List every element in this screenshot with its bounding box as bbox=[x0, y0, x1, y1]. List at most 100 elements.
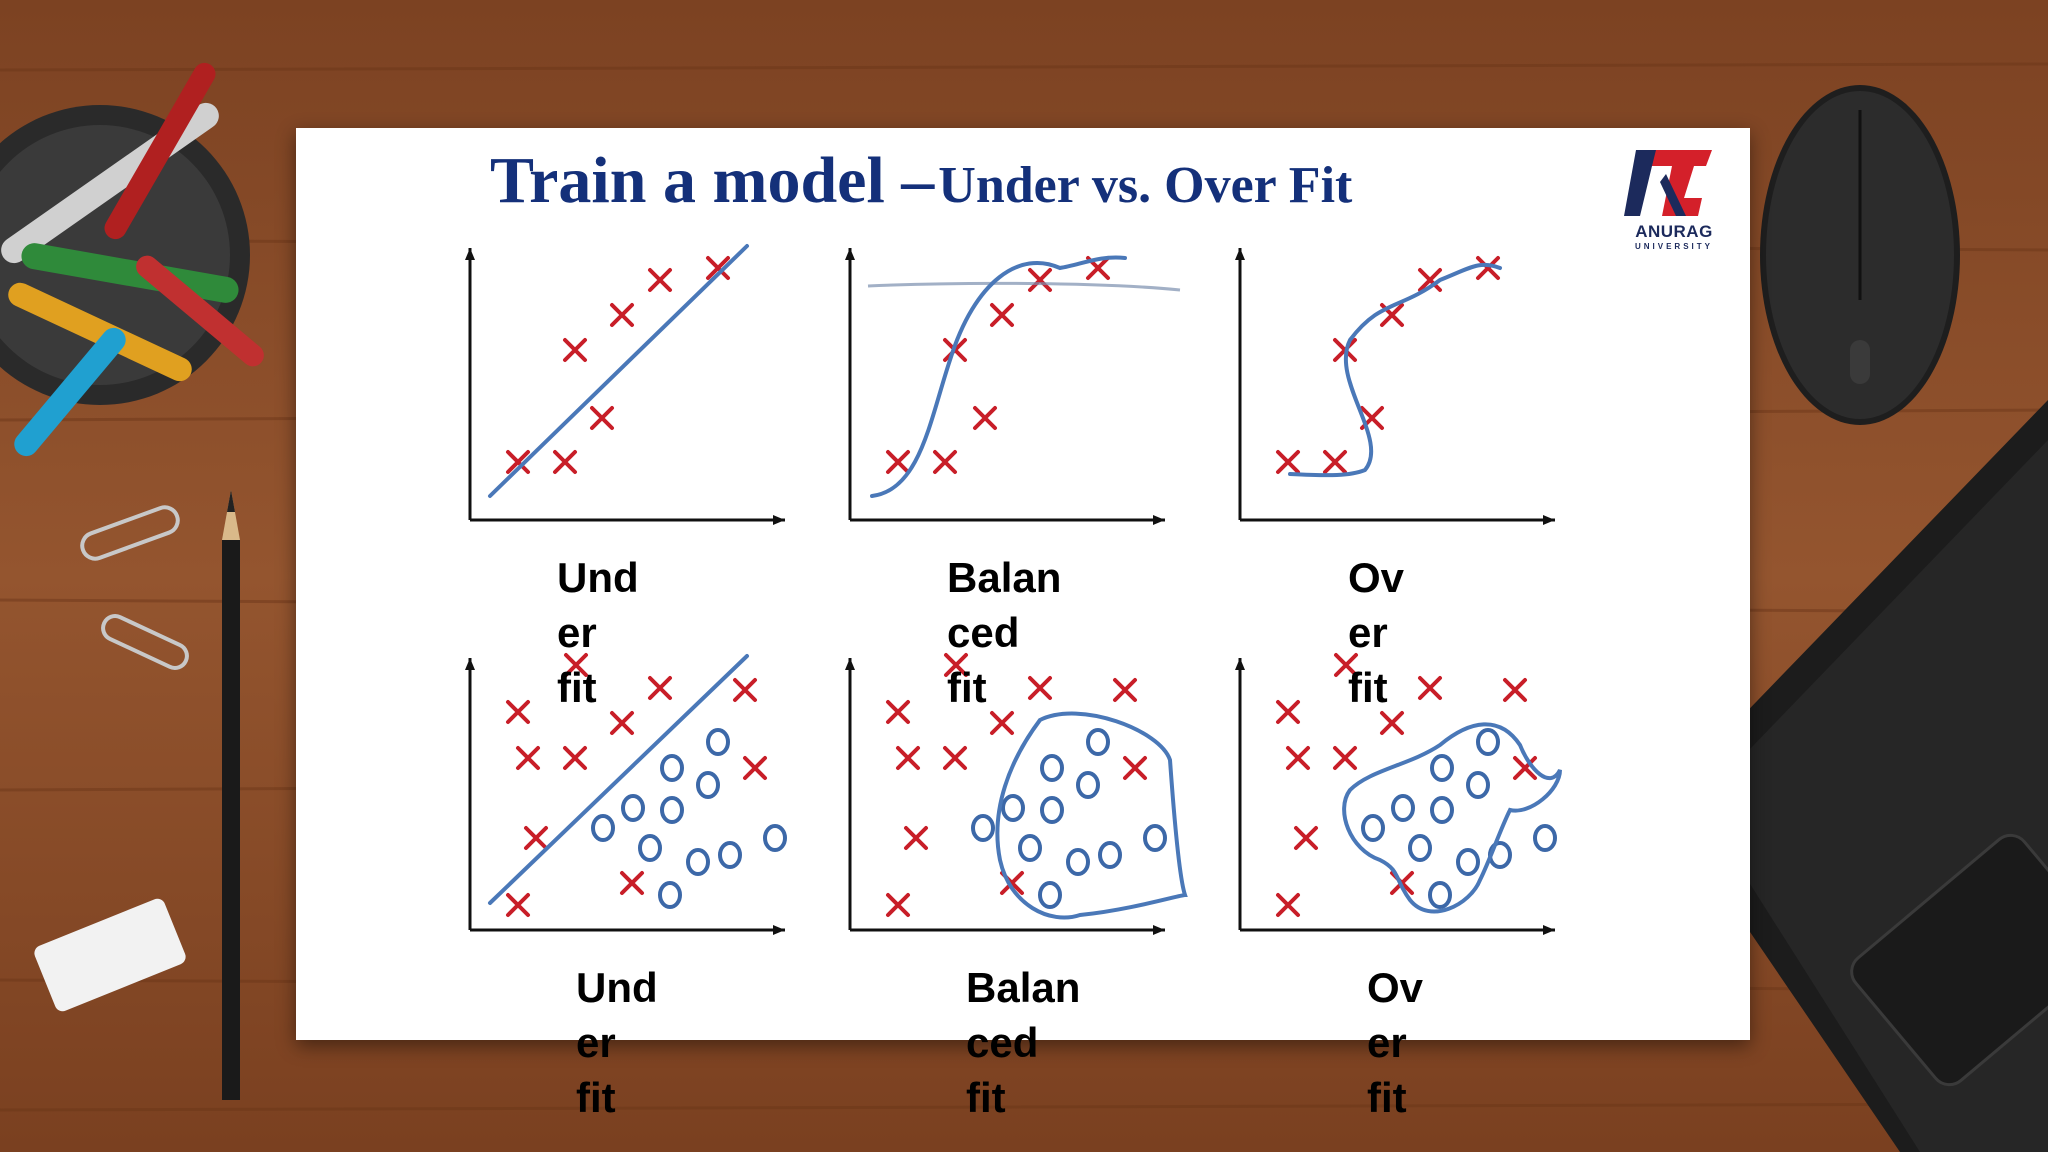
o-marker bbox=[1430, 754, 1454, 782]
label-line: fit bbox=[557, 664, 597, 711]
slide-title: Train a model – Under vs. Over Fit bbox=[490, 148, 1590, 214]
label-line: Ov bbox=[1348, 554, 1405, 601]
y-axis-arrow-icon bbox=[1235, 658, 1245, 670]
x-axis-arrow-icon bbox=[1153, 515, 1165, 525]
x-marker bbox=[524, 826, 548, 850]
university-logo: ANURAG UNIVERSITY bbox=[1606, 136, 1742, 258]
o-marker bbox=[1476, 728, 1500, 756]
o-marker bbox=[1456, 848, 1480, 876]
o-marker bbox=[1040, 796, 1064, 824]
o-marker bbox=[696, 771, 720, 799]
fit-curve bbox=[488, 244, 749, 498]
logo-name: ANURAG bbox=[1635, 222, 1713, 241]
label-line: fit bbox=[1348, 664, 1388, 711]
x-marker bbox=[1286, 746, 1310, 770]
x-marker bbox=[1113, 678, 1137, 702]
label-line: Balan bbox=[966, 964, 1081, 1011]
o-marker bbox=[1361, 814, 1385, 842]
title-main: Train a model – bbox=[490, 144, 935, 217]
o-marker bbox=[1466, 771, 1490, 799]
x-axis-arrow-icon bbox=[1543, 925, 1555, 935]
pen-holder bbox=[0, 62, 264, 457]
label-bottom-underfit: Und er fit bbox=[576, 960, 716, 1125]
x-axis-arrow-icon bbox=[773, 925, 785, 935]
x-marker bbox=[943, 746, 967, 770]
x-marker bbox=[733, 678, 757, 702]
label-bottom-balanced: Balan ced fit bbox=[966, 960, 1106, 1125]
label-line: fit bbox=[966, 1074, 1006, 1121]
fit-curve bbox=[488, 654, 749, 905]
y-axis-arrow-icon bbox=[465, 658, 475, 670]
label-bottom-overfit: Ov er fit bbox=[1367, 960, 1507, 1125]
x-marker bbox=[1276, 700, 1300, 724]
fit-curve bbox=[1342, 722, 1562, 914]
x-marker bbox=[990, 711, 1014, 735]
x-marker bbox=[620, 871, 644, 895]
o-marker bbox=[1086, 728, 1110, 756]
x-marker bbox=[506, 700, 530, 724]
label-line: fit bbox=[947, 664, 987, 711]
label-line: fit bbox=[576, 1074, 616, 1121]
x-marker bbox=[886, 893, 910, 917]
x-marker bbox=[563, 338, 587, 362]
x-marker bbox=[933, 450, 957, 474]
o-marker bbox=[621, 794, 645, 822]
x-marker bbox=[1476, 256, 1500, 280]
x-marker bbox=[506, 893, 530, 917]
x-marker bbox=[563, 746, 587, 770]
label-line: Ov bbox=[1367, 964, 1424, 1011]
slide-page bbox=[296, 128, 1750, 1040]
label-line: Und bbox=[557, 554, 639, 601]
x-marker bbox=[1513, 756, 1537, 780]
x-axis-arrow-icon bbox=[1153, 925, 1165, 935]
o-marker bbox=[638, 834, 662, 862]
title-sub: Under vs. Over Fit bbox=[938, 157, 1353, 214]
o-marker bbox=[763, 824, 787, 852]
fit-curve bbox=[995, 711, 1188, 920]
label-top-overfit: Ov er fit bbox=[1348, 550, 1488, 715]
o-marker bbox=[1143, 824, 1167, 852]
x-marker bbox=[564, 653, 588, 677]
x-marker bbox=[610, 303, 634, 327]
x-marker bbox=[516, 746, 540, 770]
x-marker bbox=[553, 450, 577, 474]
x-marker bbox=[1503, 678, 1527, 702]
o-marker bbox=[971, 814, 995, 842]
o-marker bbox=[1098, 841, 1122, 869]
x-marker bbox=[944, 653, 968, 677]
x-marker bbox=[1323, 450, 1347, 474]
x-marker bbox=[1276, 893, 1300, 917]
y-axis-arrow-icon bbox=[1235, 248, 1245, 260]
x-marker bbox=[1418, 676, 1442, 700]
o-marker bbox=[706, 728, 730, 756]
x-marker bbox=[896, 746, 920, 770]
o-marker bbox=[1430, 796, 1454, 824]
x-marker bbox=[590, 406, 614, 430]
x-marker bbox=[1380, 711, 1404, 735]
o-marker bbox=[591, 814, 615, 842]
logo-mark-icon bbox=[1624, 150, 1712, 216]
logo-subtitle: UNIVERSITY bbox=[1634, 242, 1713, 251]
x-marker bbox=[1123, 756, 1147, 780]
o-marker bbox=[658, 881, 682, 909]
o-marker bbox=[660, 754, 684, 782]
x-marker bbox=[1028, 268, 1052, 292]
pencil bbox=[222, 490, 240, 1100]
label-line: Balan bbox=[947, 554, 1062, 601]
label-line: ced bbox=[947, 609, 1020, 656]
o-marker bbox=[660, 796, 684, 824]
x-marker bbox=[1028, 676, 1052, 700]
x-marker bbox=[886, 450, 910, 474]
guide-line bbox=[867, 281, 1181, 292]
x-marker bbox=[648, 268, 672, 292]
fit-curve bbox=[870, 255, 1127, 498]
label-line: er bbox=[576, 1019, 616, 1066]
x-marker bbox=[886, 700, 910, 724]
label-top-balanced: Balan ced fit bbox=[947, 550, 1087, 715]
x-marker bbox=[648, 676, 672, 700]
label-line: fit bbox=[1367, 1074, 1407, 1121]
x-marker bbox=[706, 256, 730, 280]
label-top-underfit: Und er fit bbox=[557, 550, 697, 715]
x-marker bbox=[1276, 450, 1300, 474]
